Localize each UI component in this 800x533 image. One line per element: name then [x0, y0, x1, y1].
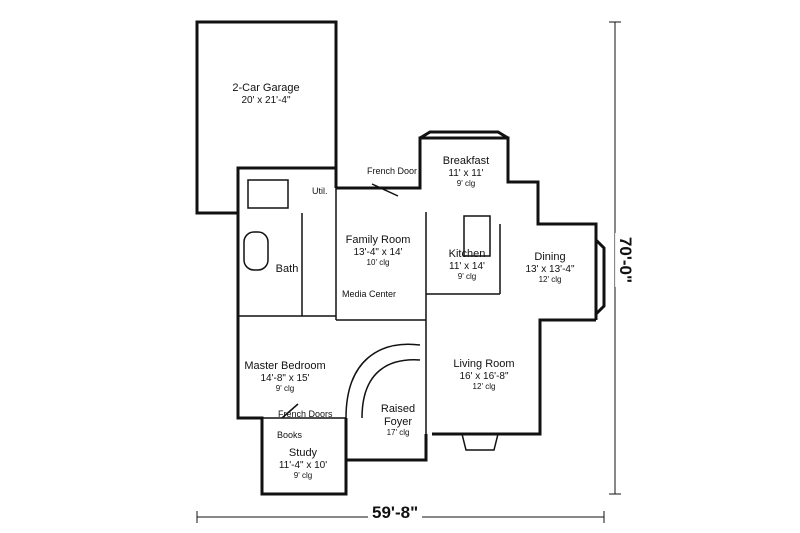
- room-size: 13'-4" x 14': [353, 246, 403, 258]
- room-name: Family Room: [345, 234, 411, 246]
- garage-walls: [195, 20, 338, 215]
- room-ceiling: 12' clg: [472, 382, 496, 392]
- room-ceiling: 17' clg: [386, 428, 410, 438]
- room-label-master: Master Bedroom 14'-8" x 15' 9' clg: [244, 360, 325, 393]
- room-name: 2-Car Garage: [232, 82, 300, 94]
- room-label-dining: Dining 13' x 13'-4" 12' clg: [525, 251, 574, 284]
- room-size: 11' x 14': [449, 260, 485, 272]
- room-label-family: Family Room 13'-4" x 14' 10' clg: [346, 234, 411, 267]
- room-name: Study: [288, 447, 318, 459]
- living-walls: [432, 318, 596, 436]
- overall-width-label: 59'-8": [368, 503, 423, 523]
- room-ceiling: 9' clg: [293, 471, 313, 481]
- room-label-bath: Bath: [276, 263, 299, 276]
- room-size: 11' x 11': [448, 167, 484, 179]
- room-name: Bath: [275, 263, 299, 275]
- room-name: Raised Foyer: [380, 403, 416, 428]
- note-books: Books: [277, 430, 303, 440]
- room-name: Kitchen: [448, 248, 486, 260]
- room-label-foyer: Raised Foyer 17' clg: [368, 403, 428, 437]
- room-ceiling: 10' clg: [366, 258, 390, 268]
- foyer-walls: [344, 418, 428, 462]
- room-name: Dining: [534, 251, 566, 263]
- room-name: Breakfast: [442, 155, 490, 167]
- room-label-breakfast: Breakfast 11' x 11' 9' clg: [443, 155, 489, 188]
- room-ceiling: 9' clg: [275, 384, 295, 394]
- room-size: 16' x 16'-8": [459, 370, 509, 382]
- utility-walls: [236, 166, 338, 320]
- note-french-door: French Door: [367, 166, 418, 176]
- room-label-study: Study 11'-4" x 10' 9' clg: [279, 447, 327, 480]
- breakfast-bay: [419, 130, 509, 140]
- room-ceiling: 9' clg: [457, 272, 477, 282]
- family-kitchen-walls: [336, 136, 598, 320]
- room-name: Master Bedroom: [244, 360, 326, 372]
- room-size: 11'-4" x 10': [278, 459, 328, 471]
- room-size: 13' x 13'-4": [525, 263, 575, 275]
- room-size: 20' x 21'-4": [241, 94, 291, 106]
- note-util: Util.: [312, 186, 328, 196]
- room-name: Living Room: [453, 358, 515, 370]
- note-french-doors: French Doors: [278, 409, 333, 419]
- room-ceiling: 12' clg: [538, 275, 562, 285]
- overall-depth-label: 70'-0": [615, 232, 636, 288]
- room-label-garage: 2-Car Garage 20' x 21'-4": [232, 82, 299, 106]
- note-media-center: Media Center: [342, 289, 397, 299]
- room-ceiling: 9' clg: [456, 179, 476, 189]
- room-label-living: Living Room 16' x 16'-8" 12' clg: [453, 358, 514, 391]
- room-label-kitchen: Kitchen 11' x 14' 9' clg: [449, 248, 486, 281]
- dining-bay: [594, 238, 606, 316]
- room-size: 14'-8" x 15': [260, 372, 310, 384]
- master-walls: [236, 320, 348, 496]
